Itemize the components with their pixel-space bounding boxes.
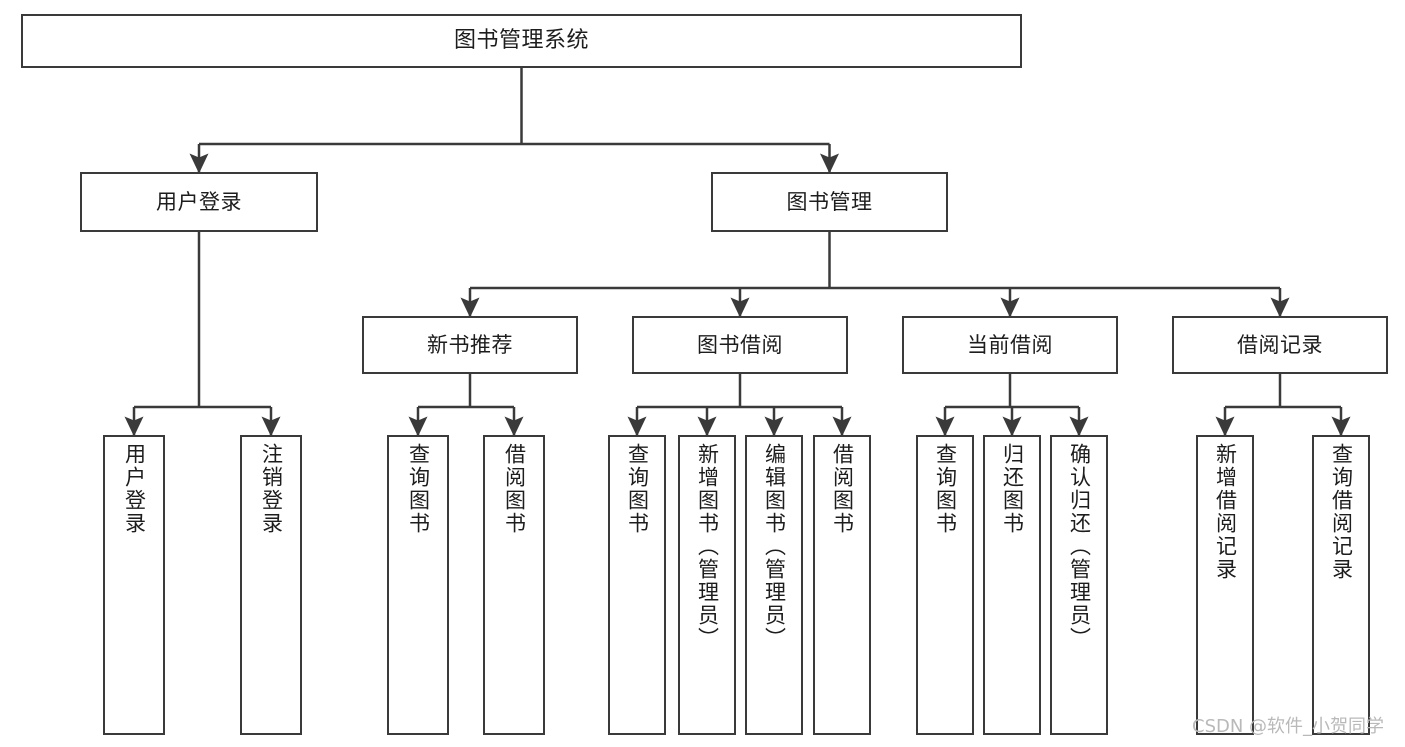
node-label: 图书管理系统: [453, 28, 589, 54]
node-leaf-return-book[interactable]: 归还图书: [983, 435, 1041, 735]
watermark-text: CSDN @软件_小贺同学: [1192, 716, 1385, 737]
node-label: 用户登录: [156, 189, 242, 214]
node-label: 查询图书: [933, 443, 958, 535]
node-label: 图书借阅: [697, 332, 783, 357]
node-label: 图书管理: [786, 189, 873, 214]
node-label: 借阅图书: [830, 443, 855, 535]
node-leaf-query-book-3[interactable]: 查询图书: [916, 435, 974, 735]
node-label: 借阅记录: [1237, 332, 1323, 357]
node-label: 注销登录: [259, 443, 284, 535]
node-leaf-query-book-2[interactable]: 查询图书: [608, 435, 666, 735]
node-leaf-query-borrow-record[interactable]: 查询借阅记录: [1312, 435, 1370, 735]
node-book-borrow[interactable]: 图书借阅: [632, 316, 848, 374]
node-current-borrow[interactable]: 当前借阅: [902, 316, 1118, 374]
node-leaf-user-login[interactable]: 用户登录: [103, 435, 165, 735]
node-label: 确认归还（管理员）: [1067, 443, 1092, 650]
node-label: 查询图书: [625, 443, 650, 535]
node-leaf-borrow-book-1[interactable]: 借阅图书: [483, 435, 545, 735]
node-label: 当前借阅: [967, 332, 1053, 357]
node-leaf-query-book-1[interactable]: 查询图书: [387, 435, 449, 735]
node-new-book-recommend[interactable]: 新书推荐: [362, 316, 578, 374]
node-leaf-add-book[interactable]: 新增图书（管理员）: [678, 435, 736, 735]
node-book-manage[interactable]: 图书管理: [711, 172, 948, 232]
node-label: 借阅图书: [502, 443, 527, 535]
node-root[interactable]: 图书管理系统: [21, 14, 1022, 68]
node-user-login[interactable]: 用户登录: [80, 172, 318, 232]
node-label: 新书推荐: [427, 332, 513, 357]
node-label: 查询借阅记录: [1329, 443, 1354, 581]
node-leaf-confirm-return[interactable]: 确认归还（管理员）: [1050, 435, 1108, 735]
node-label: 新增图书（管理员）: [695, 443, 720, 650]
node-leaf-add-borrow-record[interactable]: 新增借阅记录: [1196, 435, 1254, 735]
node-label: 编辑图书（管理员）: [762, 443, 787, 650]
node-leaf-edit-book[interactable]: 编辑图书（管理员）: [745, 435, 803, 735]
node-label: 用户登录: [122, 443, 147, 535]
node-leaf-borrow-book-2[interactable]: 借阅图书: [813, 435, 871, 735]
node-label: 查询图书: [406, 443, 431, 535]
node-label: 归还图书: [1000, 443, 1025, 535]
node-leaf-user-logout[interactable]: 注销登录: [240, 435, 302, 735]
node-borrow-record[interactable]: 借阅记录: [1172, 316, 1388, 374]
node-label: 新增借阅记录: [1213, 443, 1238, 581]
